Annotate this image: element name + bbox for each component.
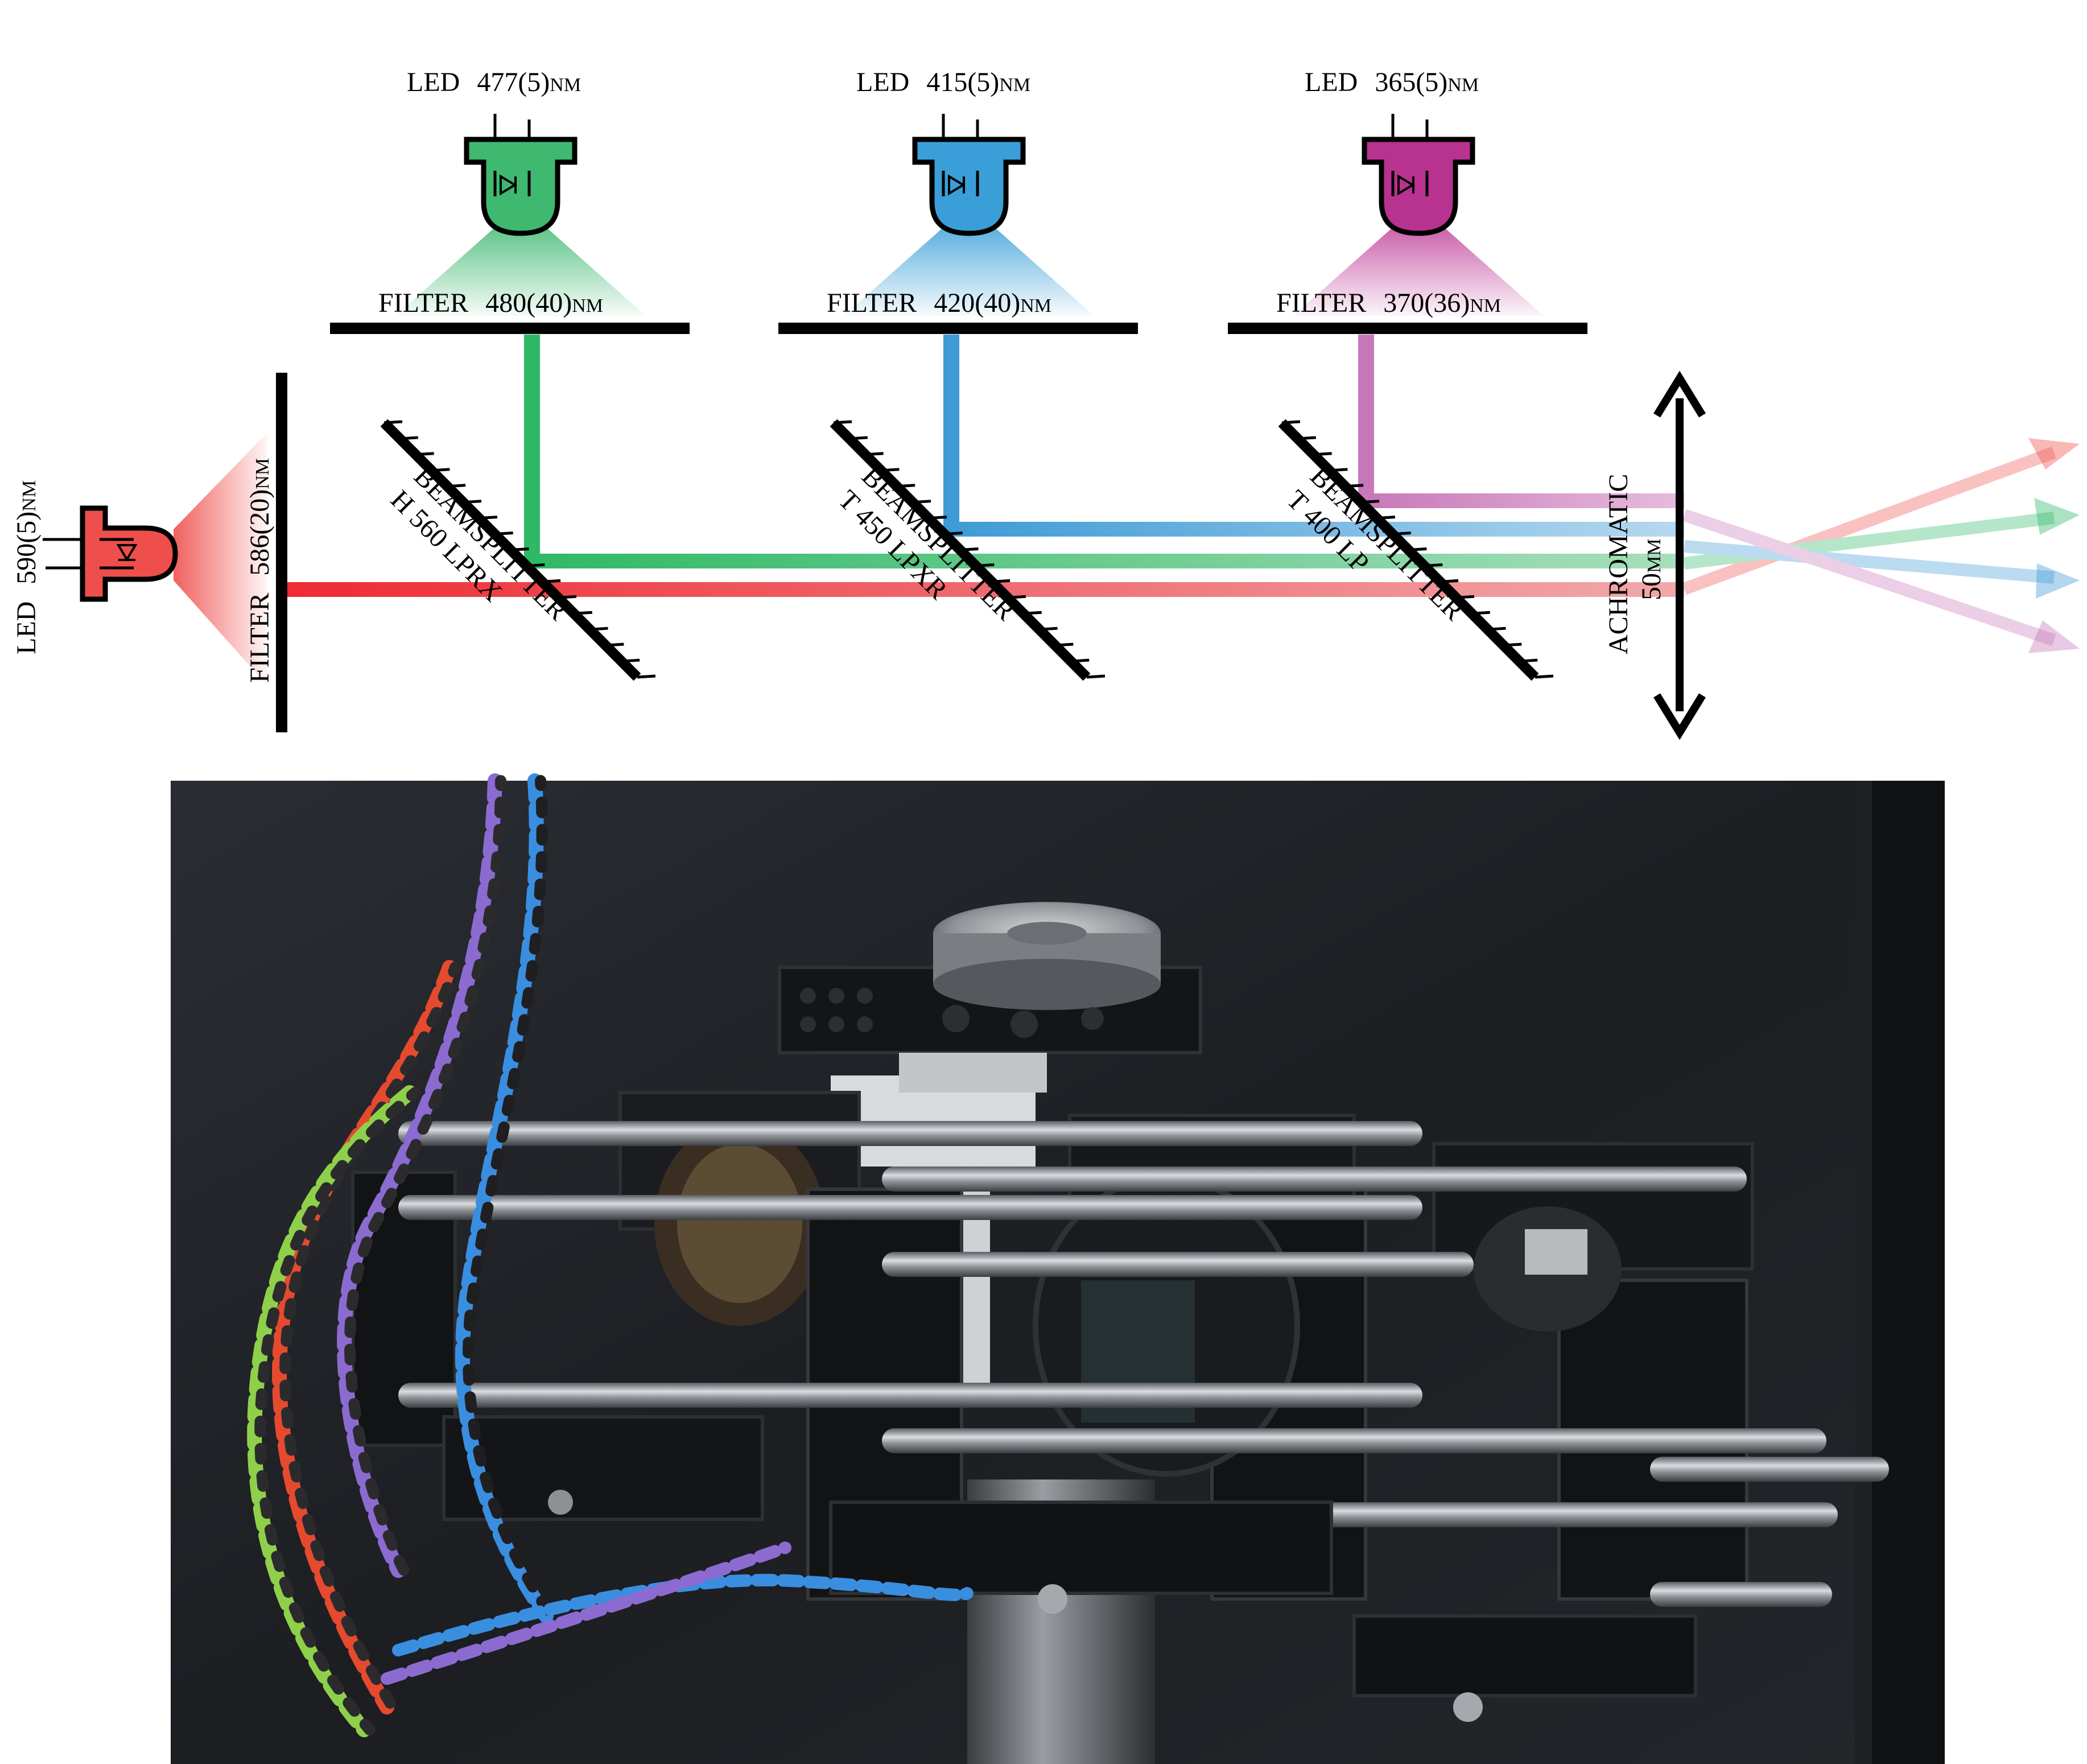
beamsplitter-hatch-tick (1503, 642, 1522, 647)
beam-blue (951, 522, 1684, 537)
beamsplitter-hatch-tick (1487, 627, 1506, 631)
beamsplitter-hatch-tick (558, 595, 577, 599)
beamsplitter-hatch-tick (1392, 531, 1411, 536)
optical-setup-photo (171, 773, 1945, 1764)
beam-magenta-vertical (1358, 335, 1374, 508)
beamsplitter-hatch-tick (1471, 611, 1490, 615)
beamsplitter-3 (1278, 419, 1554, 681)
output-arrowheads (2028, 438, 2080, 653)
beamsplitter-hatch-tick (542, 579, 561, 583)
cone-green (395, 225, 646, 316)
beamsplitter-hatch-tick (833, 420, 852, 424)
beamsplitter-hatch-tick (1023, 611, 1042, 615)
beam-green-vertical (524, 335, 540, 568)
beamsplitter-hatch-tick (1007, 595, 1026, 599)
beamsplitter-hatch-tick (399, 436, 418, 440)
beamsplitter-hatch-tick (479, 516, 498, 520)
beamsplitter-hatch-tick (1281, 420, 1301, 424)
beamsplitter-hatch-tick (526, 563, 545, 567)
beamsplitter-hatch-tick (1376, 516, 1396, 520)
beamsplitter-hatch-tick (605, 642, 624, 647)
beamsplitter-hatch-tick (1440, 579, 1459, 583)
led-red-label: LED590(5)nm (11, 480, 42, 654)
beamsplitter-hatch-tick (881, 468, 900, 472)
svg-text:ACHROMATIC: ACHROMATIC (1603, 474, 1634, 654)
beamsplitter-hatch-tick (1297, 436, 1316, 440)
beam-magenta (1366, 493, 1684, 508)
beamsplitter-hatch-tick (1071, 658, 1090, 663)
beamsplitter-hatch-tick (976, 563, 995, 567)
beamsplitter-hatch-tick (1055, 642, 1074, 647)
beamsplitter-hatch-tick (1535, 674, 1554, 679)
output-beams (1682, 446, 2056, 646)
beamsplitter-hatch-tick (621, 658, 640, 663)
achromatic-lens (1653, 370, 1706, 740)
beam-blue-vertical (943, 335, 959, 535)
lens-label: ACHROMATIC 50mm (1603, 474, 1667, 654)
beamsplitter-hatch-tick (1313, 452, 1332, 456)
beamsplitter-hatch-tick (383, 420, 403, 424)
beamsplitter-hatch-tick (589, 627, 608, 631)
led-blue (912, 114, 1026, 236)
beamsplitter-hatch-tick (447, 484, 466, 488)
beamsplitter-1 (380, 419, 656, 681)
beamsplitter-hatch-tick (912, 500, 931, 504)
beamsplitter-hatch-tick (897, 484, 915, 488)
led-red (43, 505, 178, 602)
beamsplitter-hatch-tick (944, 531, 963, 536)
filter-red (276, 373, 287, 732)
beamsplitter-hatch-tick (1086, 674, 1106, 679)
beamsplitter-hatch-tick (849, 436, 868, 440)
cone-red (174, 432, 267, 686)
filter-red-label: FILTER586(20)nm (245, 458, 275, 683)
wire-bundles (247, 773, 974, 1737)
cage-rods (398, 1121, 1889, 1607)
beamsplitter-hatch-tick (1329, 468, 1348, 472)
beamsplitter-hatch-tick (494, 531, 513, 536)
beamsplitter-hatch-tick (960, 547, 979, 551)
beamsplitter-hatch-tick (1345, 484, 1364, 488)
beamsplitter-hatch-tick (1424, 563, 1443, 567)
beamsplitter-hatch-tick (510, 547, 529, 551)
beamsplitter-hatch-tick (1455, 595, 1475, 599)
beamsplitter-hatch-tick (991, 579, 1010, 583)
led-green (464, 114, 578, 236)
beamsplitter-hatch-tick (431, 468, 450, 472)
beamsplitter-hatch-tick (1408, 547, 1427, 551)
beamsplitter-hatch-tick (1360, 500, 1380, 504)
led-magenta (1362, 114, 1475, 236)
beamsplitter-2 (830, 419, 1106, 681)
filter-blue (778, 323, 1138, 334)
beamsplitter-hatch-tick (865, 452, 884, 456)
beamsplitter-hatch-tick (637, 674, 656, 679)
top-stage (778, 902, 1202, 1054)
cone-blue (844, 225, 1094, 316)
beamsplitter-hatch-tick (1039, 627, 1058, 631)
beamsplitter-hatch-tick (574, 611, 592, 615)
beamsplitter-hatch-tick (928, 516, 947, 520)
beamsplitter-hatch-tick (463, 500, 482, 504)
cone-magenta (1293, 225, 1544, 316)
beamsplitter-hatch-tick (415, 452, 434, 456)
svg-text:50mm: 50mm (1636, 539, 1667, 600)
filter-magenta (1228, 323, 1587, 334)
beamsplitter-hatch-tick (1519, 658, 1538, 663)
filter-green (330, 323, 690, 334)
beam-green (527, 554, 1684, 568)
